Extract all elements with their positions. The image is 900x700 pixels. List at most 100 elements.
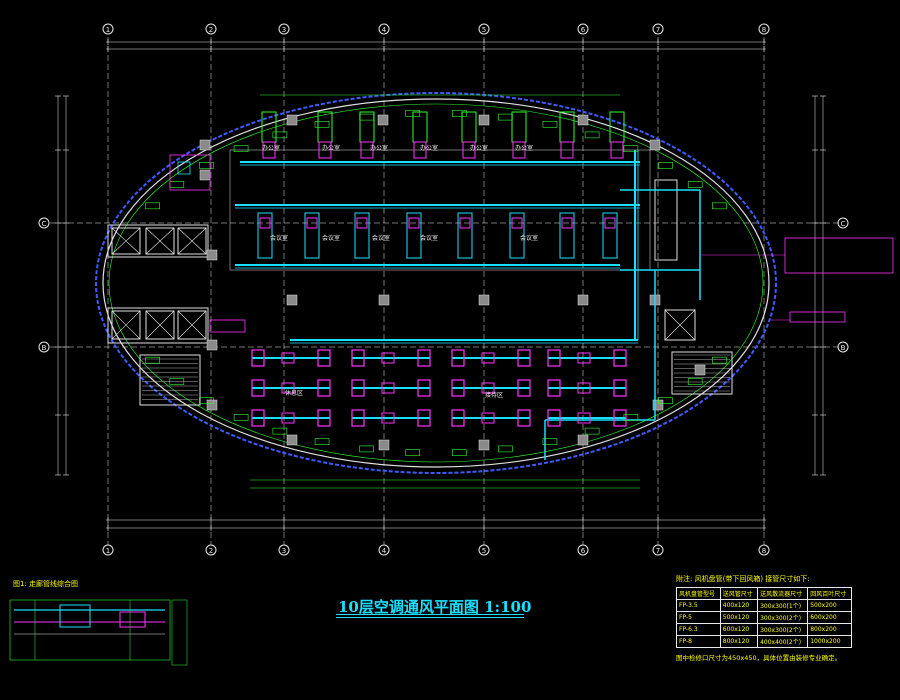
diffuser [613, 349, 627, 367]
structural-column [649, 139, 661, 151]
notes-cell: 1000x200 [807, 635, 852, 648]
perimeter-grille [233, 145, 249, 152]
fan-coil-unit [511, 111, 527, 143]
fan-coil-connection [413, 141, 427, 159]
fan-coil-connection [360, 141, 374, 159]
perimeter-grille [623, 414, 639, 421]
room-label: 会议室 [270, 234, 288, 242]
structural-column [377, 114, 389, 126]
diffuser [317, 409, 331, 427]
notes-cell: FP-5 [676, 611, 721, 624]
notes-cell: 600x200 [807, 611, 852, 624]
axis-label: B [42, 344, 47, 352]
diffuser [381, 412, 395, 424]
axis-label: 7 [656, 547, 660, 555]
fan-coil-unit [602, 212, 618, 259]
axis-label: 6 [581, 26, 586, 34]
elevator-shaft [177, 310, 207, 340]
axis-label: 3 [282, 547, 286, 555]
elevator-cross [145, 227, 175, 255]
structural-column [652, 399, 664, 411]
elevator-cross [177, 227, 207, 255]
axis-bubble [758, 544, 770, 556]
perimeter-grille [498, 113, 513, 121]
notes-table-header: 风机盘管型号 送风管尺寸 送风散流器尺寸 回风百叶尺寸 [676, 587, 852, 600]
diffuser [306, 217, 318, 229]
axis-bubble [102, 544, 114, 556]
elevator-cross [177, 310, 207, 340]
diffuser [281, 352, 295, 364]
elevator-shaft [111, 310, 141, 340]
structural-column [694, 364, 706, 376]
perimeter-grille [542, 438, 558, 446]
perimeter-grille [314, 120, 330, 128]
notes-block: 附注: 风机盘管(带下回风箱) 接管尺寸如下: 风机盘管型号 送风管尺寸 送风散… [676, 574, 852, 662]
diffuser [417, 379, 431, 397]
notes-col-header: 风机盘管型号 [676, 587, 721, 600]
perimeter-grille [712, 202, 727, 210]
notes-col-header: 送风散流器尺寸 [757, 587, 809, 600]
title-underline [336, 614, 524, 615]
fan-coil-unit [559, 111, 575, 143]
perimeter-grille [451, 110, 467, 117]
section-detail-frame [9, 599, 171, 661]
perimeter-grille [584, 131, 600, 139]
fan-coil-unit [406, 212, 422, 259]
annotation-box [209, 319, 246, 333]
notes-col-header: 送风管尺寸 [719, 587, 759, 600]
elevator-core [107, 307, 209, 344]
diffuser [547, 409, 561, 427]
axis-bubble [205, 544, 217, 556]
axis-label: 2 [209, 547, 213, 555]
perimeter-grille [623, 145, 639, 152]
room-label: 会议室 [420, 234, 438, 242]
axis-label: 4 [382, 547, 387, 555]
axis-bubble [478, 23, 490, 35]
diffuser [381, 382, 395, 394]
perimeter-grille [542, 120, 558, 128]
notes-cell: 500x200 [807, 599, 852, 612]
perimeter-grille [658, 397, 673, 404]
elevator-shaft [145, 227, 175, 255]
axis-label: C [42, 220, 47, 228]
interior-line [108, 103, 764, 463]
room-label: 会议室 [372, 234, 390, 242]
diffuser [451, 349, 465, 367]
fan-coil-unit [509, 212, 525, 259]
drawing-title: 10层空调通风平面图 1:100 [338, 598, 532, 616]
structural-column [478, 294, 490, 306]
elevator-shaft-right [664, 309, 696, 341]
axis-bubble [38, 217, 50, 229]
diffuser [481, 382, 495, 394]
axis-bubble [577, 23, 589, 35]
title-underline-2 [336, 617, 524, 618]
diffuser [517, 379, 531, 397]
elevator-cross [111, 310, 141, 340]
room-label: 会议室 [322, 234, 340, 242]
axis-label: C [841, 220, 846, 228]
diffuser [481, 352, 495, 364]
perimeter-grille [145, 356, 160, 364]
section-duct-box [59, 604, 91, 628]
diffuser [356, 217, 368, 229]
structural-column [286, 114, 298, 126]
axis-bubble [478, 544, 490, 556]
equipment-box [169, 154, 211, 191]
notes-cell: 400x120 [719, 599, 759, 612]
section-pipe-box [119, 611, 146, 628]
diffuser [251, 409, 265, 427]
structural-column [577, 114, 589, 126]
building-outline [95, 92, 777, 474]
axis-bubble [758, 23, 770, 35]
axis-bubble [652, 23, 664, 35]
room-label: 办公室 [420, 144, 438, 152]
diffuser [577, 382, 591, 394]
elevator-cross [111, 227, 141, 255]
room-label: 办公室 [515, 144, 533, 152]
notes-table-row: FP-8 800x120 400x400(2个) 1000x200 [676, 635, 852, 648]
structural-column [286, 294, 298, 306]
exterior-wall [102, 98, 770, 468]
fan-coil-unit [457, 212, 473, 259]
